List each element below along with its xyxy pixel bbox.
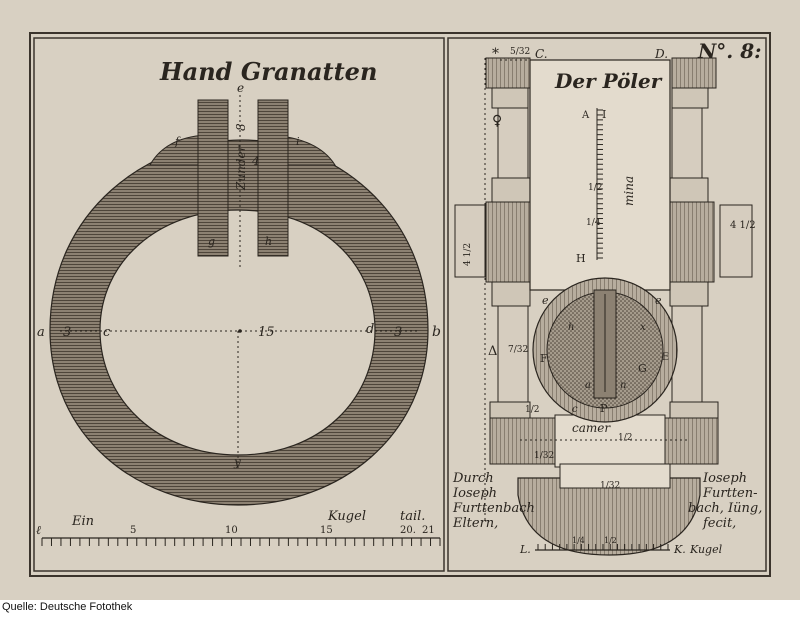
right-scale [535,544,670,551]
scale-K: K. [673,543,686,556]
label-c: c [103,325,111,340]
svg-text:Ioseph: Ioseph [452,486,497,501]
svg-text:Eltern,: Eltern, [452,516,498,531]
scale-ein: Ein [71,514,94,529]
label-e: e [237,81,244,95]
svg-text:fecit,: fecit, [702,516,736,531]
label-a: a [37,325,45,340]
scale-kugel-right: Kugel [689,543,723,556]
center-dot [238,329,242,333]
hand-grenade-diagram [49,95,429,506]
scale-ell: ℓ [36,523,41,537]
label-y: y [233,455,241,469]
scale-kugel: Kugel [327,509,366,524]
scale-5: 5 [130,525,136,536]
poler-base [517,477,701,556]
label-A: A [581,110,590,121]
scale-L: L. [519,543,531,556]
label-frac-top: 5/32 [510,47,530,57]
label-frac-left: 7/32 [508,345,528,355]
label-frac-half-scale: 1/2 [588,183,602,193]
label-h: h [265,235,272,248]
label-E: E [662,352,669,363]
label-camer: camer [572,421,611,435]
label-b: b [432,324,441,340]
label-four: 4 [251,154,260,168]
label-left-block: 4 1/2 [463,243,473,266]
label-zunder: Zunder [234,144,248,191]
label-frac-bot: 1/32 [600,481,620,491]
label-triangle: Δ [488,344,497,359]
label-frac-left2: 1/32 [534,451,554,461]
label-x-low: x [640,322,646,333]
source-caption: Quelle: Deutsche Fotothek [2,601,133,613]
outer-frame [29,32,771,577]
label-C: C. [535,47,548,61]
label-star: * [492,46,499,62]
grenade-ring [49,139,429,506]
label-D: D. [654,47,668,61]
inscription-left: Durch Ioseph Furttenbach Eltern, [452,471,535,531]
poler-tube [529,59,671,291]
label-g: g [208,235,215,248]
scale-frac-a: 1/4 [572,536,585,545]
label-e-right: e [655,294,662,307]
label-d: d [366,322,374,337]
plate-number: N°. 8: [697,39,762,63]
inscription-right: Ioseph Furtten- bach, Iüng, fecit, [688,471,762,531]
label-n-low: n [620,380,626,391]
label-frac-mid2: 1/2 [618,433,632,443]
label-I: I [602,108,606,121]
poler-diagram [454,57,753,556]
label-mina: mina [622,176,636,206]
left-panel-frame [33,37,445,572]
scale-tail: tail. [400,509,425,524]
label-fifteen: 15 [258,325,275,340]
label-three-left: 3 [63,325,71,340]
plate-svg: Hand Granatten a 3 c 15 d 3 b e 8 Zunder… [0,0,800,600]
label-e-left: e [542,294,549,307]
scale-10: 10 [225,525,238,536]
left-title: Hand Granatten [159,57,377,86]
fuse-wall-right [257,99,289,257]
svg-text:Furtten-: Furtten- [702,486,758,501]
scale-15: 15 [320,525,333,536]
label-eight: 8 [234,123,248,131]
label-H: H [576,252,586,265]
right-title: Der Pöler [554,69,663,93]
left-scale [41,537,441,546]
label-venus: ♀ [492,113,502,129]
label-frac-quarter: 1/4 [586,218,601,228]
label-c-low: c [572,404,578,415]
scale-20: 20. [400,525,416,536]
label-frac-mid: 1/2 [525,405,539,415]
scale-frac-b: 1/2 [604,536,617,545]
svg-text:Ioseph: Ioseph [702,471,747,486]
label-F: F [540,352,548,365]
label-G: G [638,362,647,375]
label-P: P [600,402,608,415]
label-right-block: 4 1/2 [730,220,756,231]
scale-21: 21 [422,525,435,536]
fuse-wall-left [197,99,229,257]
label-i: i [296,135,300,148]
svg-text:Furttenbach: Furttenbach [452,501,535,516]
svg-text:bach, Iüng,: bach, Iüng, [688,501,762,516]
svg-text:Durch: Durch [452,471,494,486]
label-three-right: 3 [394,325,402,340]
right-panel-frame [447,37,767,572]
label-f: f [174,135,181,148]
label-h-low: h [568,322,574,333]
label-a-low: a [585,380,591,391]
